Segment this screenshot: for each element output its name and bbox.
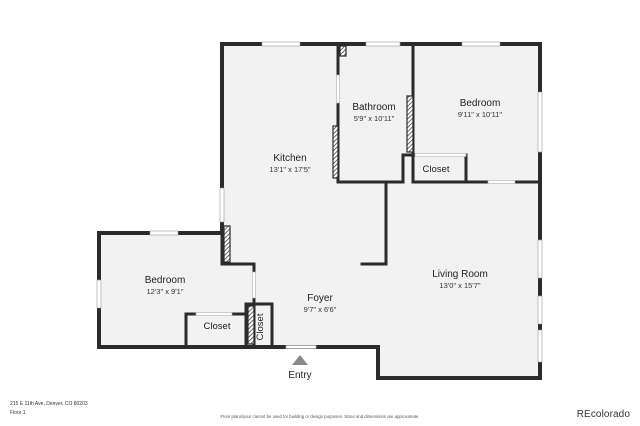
closet-bedroom-left-label: Closet bbox=[204, 321, 231, 332]
kitchen-dims: 13'1" x 17'5" bbox=[269, 165, 310, 174]
door-frames bbox=[195, 74, 516, 349]
floor-area bbox=[99, 44, 540, 378]
brand-logo: REcolorado bbox=[576, 409, 630, 420]
entry-label: Entry bbox=[288, 370, 312, 381]
interior-walls bbox=[184, 42, 542, 349]
living-room-dims: 13'0" x 15'7" bbox=[439, 281, 480, 290]
closet-foyer-label: Closet bbox=[255, 313, 266, 340]
bedroom-right-label: Bedroom bbox=[460, 98, 501, 109]
bedroom-left-dims: 12'3" x 9'1" bbox=[147, 287, 184, 296]
floor-text: Floor 1 bbox=[10, 410, 26, 416]
entry-arrow-icon bbox=[292, 355, 308, 365]
bedroom-right-dims: 9'11" x 10'11" bbox=[458, 110, 503, 119]
closet-bedroom-right-label: Closet bbox=[423, 164, 450, 175]
bathroom-dims: 5'9" x 10'11" bbox=[354, 114, 395, 123]
foyer-dims: 9'7" x 6'6" bbox=[304, 305, 337, 314]
foyer-label: Foyer bbox=[307, 293, 333, 304]
disclaimer-text: Floor plans/your cannot be used for buil… bbox=[220, 414, 420, 419]
exterior-walls bbox=[97, 42, 542, 380]
windows bbox=[96, 41, 543, 363]
bathroom-label: Bathroom bbox=[352, 102, 395, 113]
address-text: 215 E 11th Ave, Denver, CO 80203 bbox=[10, 401, 88, 407]
hatched-fixtures bbox=[223, 45, 414, 345]
kitchen-label: Kitchen bbox=[273, 153, 306, 164]
bedroom-left-label: Bedroom bbox=[145, 275, 186, 286]
room-labels: Kitchen 13'1" x 17'5" Bathroom 5'9" x 10… bbox=[145, 98, 503, 340]
living-room-label: Living Room bbox=[432, 269, 488, 280]
